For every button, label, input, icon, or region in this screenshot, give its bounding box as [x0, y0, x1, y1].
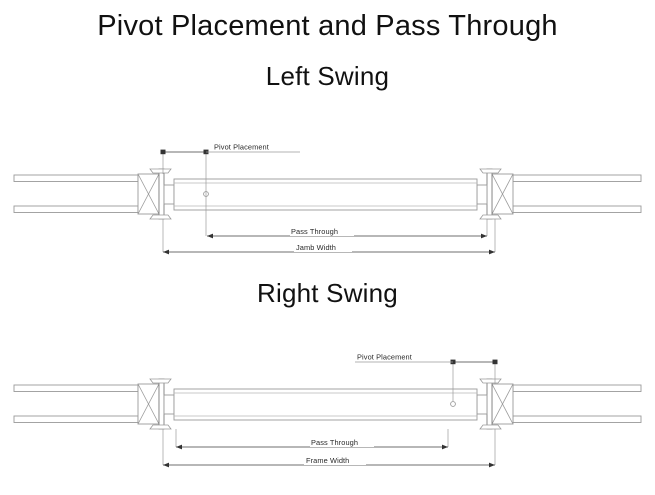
dimension-label-pass-through: Pass Through	[311, 438, 358, 447]
wall-rails-right	[512, 384, 642, 423]
wall-rails-left	[13, 174, 139, 213]
left-swing-svg: Pivot Placement Pass Through Jamb Width	[13, 143, 642, 255]
subtitle-left-swing: Left Swing	[265, 61, 390, 91]
right-swing-svg: Pivot Placement Pass Through Frame Width	[13, 353, 642, 468]
dimension-pass-through: Pass Through	[176, 438, 448, 450]
dimension-label-jamb-width: Jamb Width	[296, 243, 336, 252]
wall-rails-left	[13, 384, 139, 423]
pivot-point	[450, 401, 456, 407]
dimension-label-pivot-placement: Pivot Placement	[214, 143, 269, 152]
left-jamb	[137, 168, 175, 220]
right-jamb	[476, 168, 514, 220]
right-swing-drawing: Pivot Placement Pass Through Frame Width	[0, 345, 655, 485]
wall-rails-right	[512, 174, 642, 213]
extension-lines	[162, 150, 496, 252]
dimension-pass-through: Pass Through	[207, 227, 487, 239]
title-block: Pivot Placement and Pass Through Left Sw…	[0, 0, 655, 91]
dimension-label-pivot-placement: Pivot Placement	[357, 353, 412, 362]
extension-lines	[162, 360, 496, 465]
page-title: Pivot Placement and Pass Through	[97, 10, 558, 42]
dimension-jamb-width: Jamb Width	[163, 243, 495, 255]
door-panel	[173, 388, 478, 421]
heading-right-swing: Right Swing	[257, 278, 398, 308]
left-jamb	[137, 378, 175, 430]
dimension-frame-width: Frame Width	[163, 456, 495, 468]
dimension-label-pass-through: Pass Through	[291, 227, 338, 236]
dimension-pivot-placement: Pivot Placement	[355, 353, 498, 365]
door-panel	[173, 178, 478, 211]
dimension-label-frame-width: Frame Width	[306, 456, 349, 465]
dimension-pivot-placement: Pivot Placement	[160, 143, 300, 155]
right-jamb	[476, 378, 514, 430]
left-swing-drawing: Pivot Placement Pass Through Jamb Width	[0, 138, 655, 268]
